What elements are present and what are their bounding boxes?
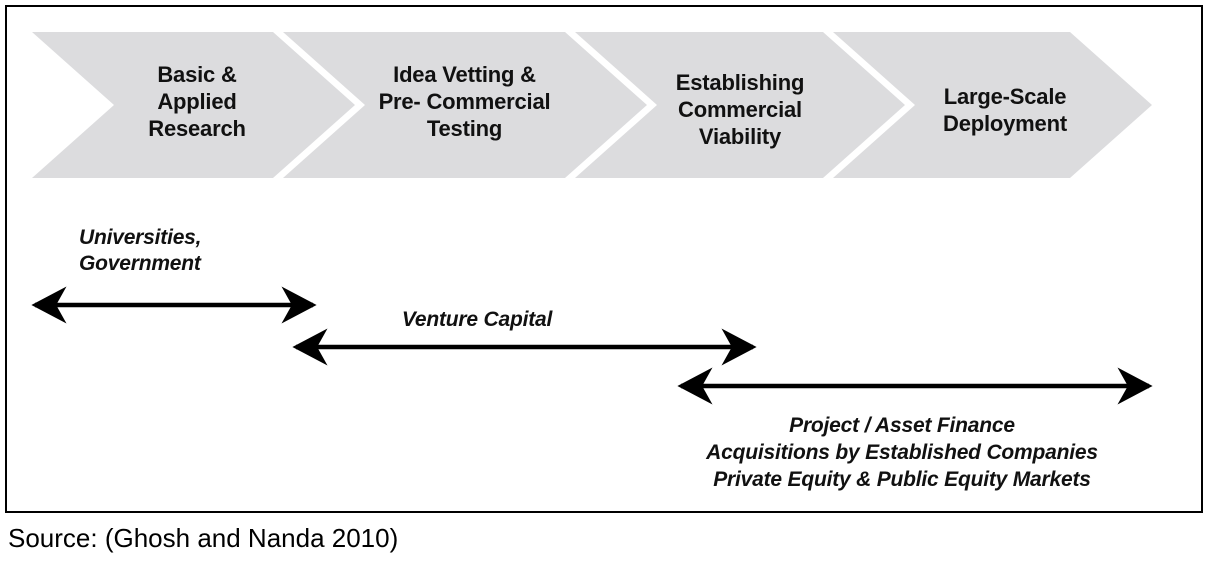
chevron-stage-4[interactable] — [833, 32, 1152, 178]
figure-frame: Basic & Applied Research Idea Vetting & … — [5, 5, 1203, 513]
label-late-stage-finance: Project / Asset Finance Acquisitions by … — [706, 414, 1098, 491]
chevron-stage-3[interactable] — [575, 32, 905, 178]
diagram-canvas: Basic & Applied Research Idea Vetting & … — [7, 7, 1201, 511]
chevron-label-idea-vetting-testing: Idea Vetting & Pre- Commercial Testing — [378, 62, 551, 141]
chevron-label-large-scale-deployment: Large-Scale Deployment — [943, 84, 1067, 136]
chevron-stage-1[interactable] — [32, 32, 355, 178]
chevron-shapes — [32, 32, 1152, 178]
stage-chevron-band: Basic & Applied Research Idea Vetting & … — [7, 25, 1201, 185]
source-caption: Source: (Ghosh and Nanda 2010) — [8, 523, 399, 553]
chevron-label-establishing-commercial-viability: Establishing Commercial Viability — [675, 70, 805, 149]
chevron-label-basic-applied-research: Basic & Applied Research — [148, 62, 246, 141]
label-universities-government: Universities, Government — [79, 226, 202, 275]
chevron-stage-2[interactable] — [283, 32, 647, 178]
label-venture-capital: Venture Capital — [401, 308, 553, 331]
